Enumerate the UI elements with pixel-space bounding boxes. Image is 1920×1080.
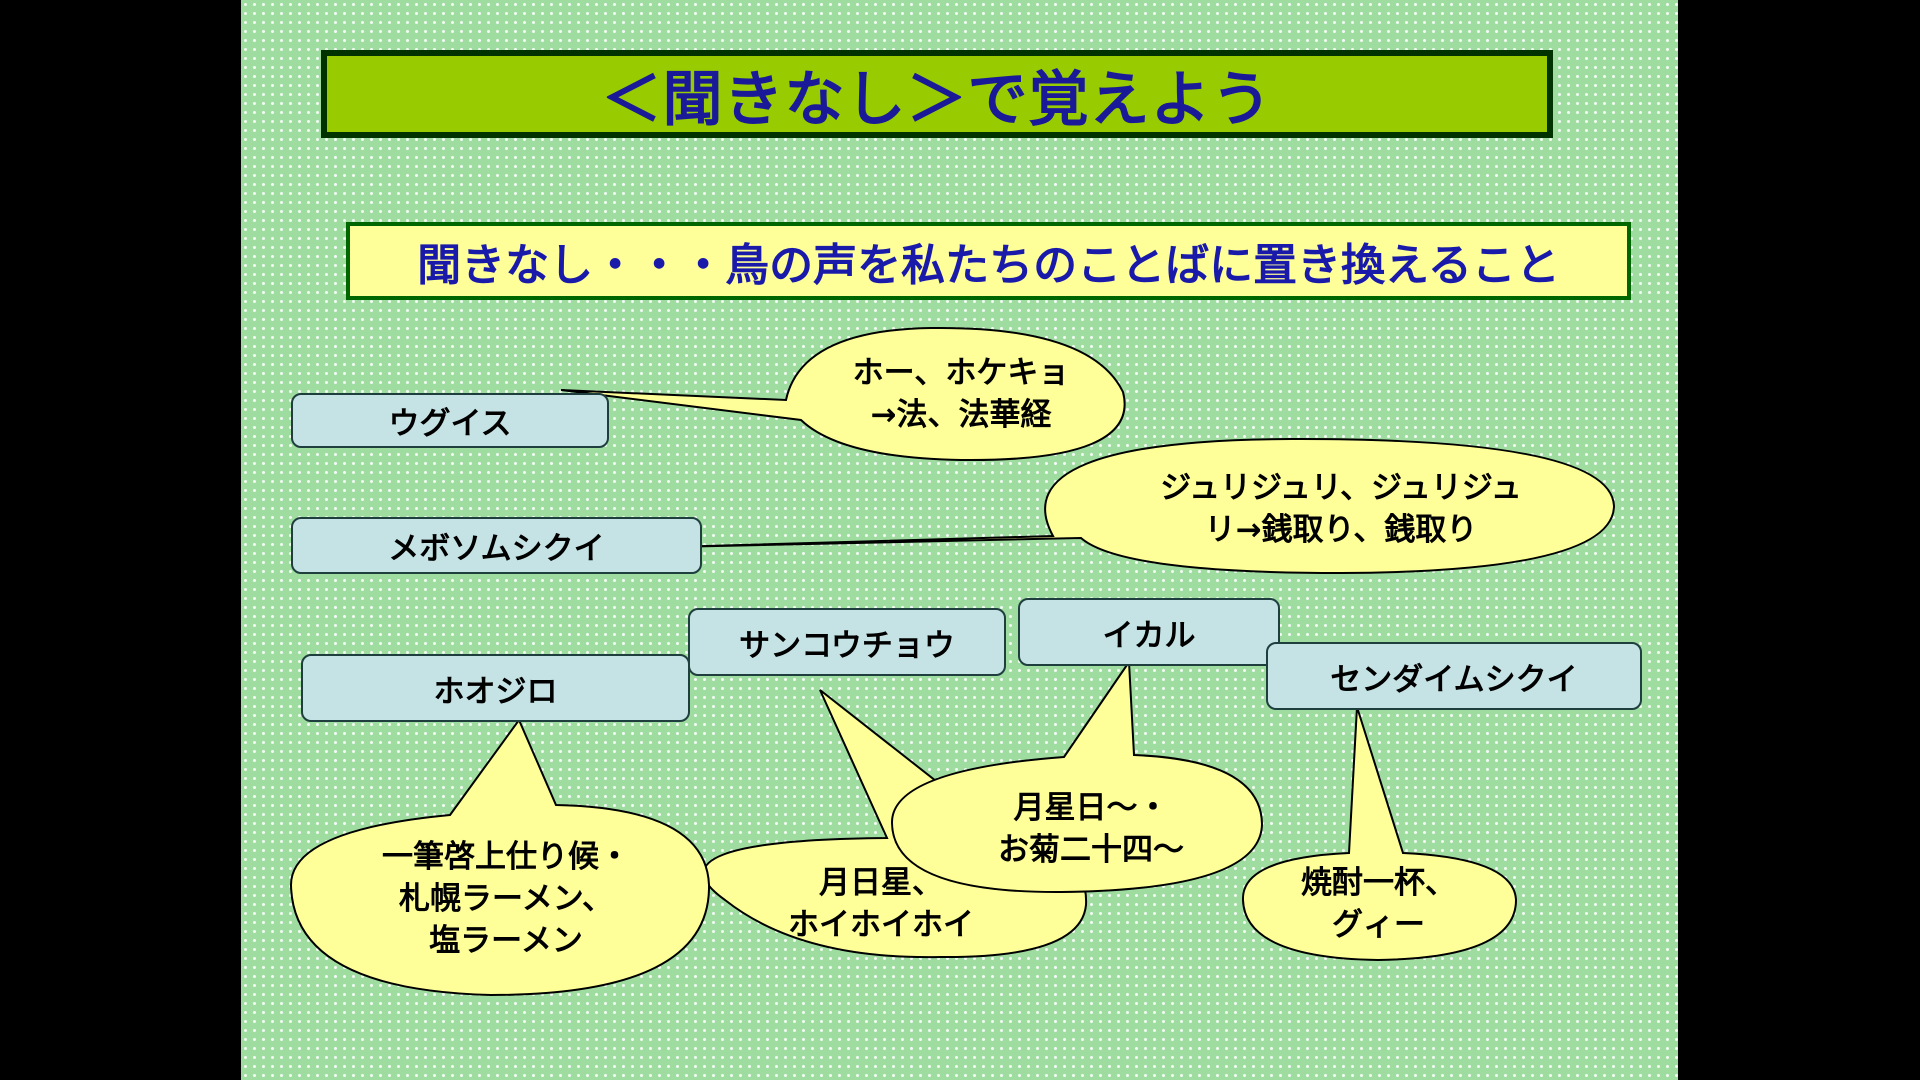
callout-layer [289,326,1616,997]
call-text-mebosomushikui: ジュリジュリ、ジュリジュ リ→銭取り、銭取り [1160,470,1522,548]
title-banner: ＜聞きなし＞で覚えよう [321,50,1553,138]
call-text-sankouchou: 月日星、 ホイホイホイ [788,865,974,943]
call-text-ikaru: 月星日～・ お菊二十四～ [998,790,1184,868]
bird-box-hoojiro: ホオジロ [301,654,690,722]
slide: ＜聞きなし＞で覚えよう 聞きなし・・・鳥の声を私たちのことばに置き換えること ウ… [241,0,1678,1080]
callout-bubble-mebosomushikui [670,437,1616,575]
definition-text: 聞きなし・・・鳥の声を私たちのことばに置き換えること [417,240,1560,291]
page-title: ＜聞きなし＞で覚えよう [601,64,1273,135]
bird-box-uguisu: ウグイス [291,393,609,448]
bird-box-ikaru: イカル [1018,598,1280,666]
definition-box: 聞きなし・・・鳥の声を私たちのことばに置き換えること [346,222,1631,300]
callout-bubble-uguisu [560,326,1126,462]
call-text-sendaimushikui: 焼酎一杯、 グィー [1301,865,1456,943]
callout-bubble-hoojiro [289,717,711,997]
bird-box-mebosomushikui: メボソムシクイ [291,517,702,574]
call-text-hoojiro: 一筆啓上仕り候・ 札幌ラーメン、 塩ラーメン [382,839,630,959]
callout-bubble-sendaimushikui [1241,706,1518,962]
bird-box-sankouchou: サンコウチョウ [688,608,1006,676]
bird-box-sendaimushikui: センダイムシクイ [1266,642,1642,710]
call-text-uguisu: ホー、ホケキョ →法、法華経 [852,355,1070,433]
callout-bubble-ikaru [890,659,1264,894]
